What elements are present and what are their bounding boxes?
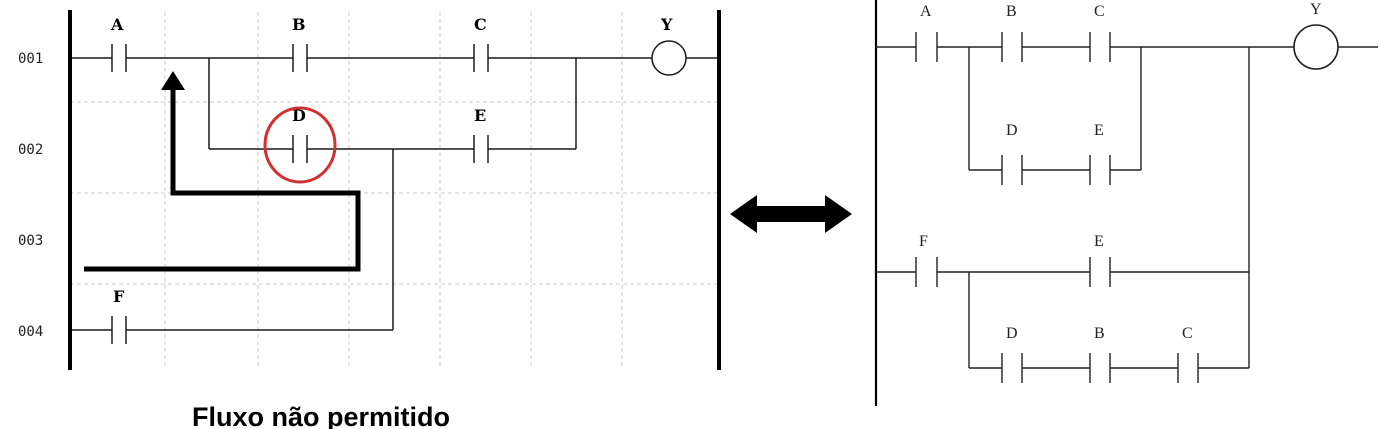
right-ladder-diagram: A B C D E F E — [874, 0, 1378, 406]
rung-number-003: 003 — [18, 233, 43, 249]
forbidden-flow-arrow — [84, 71, 361, 272]
contact-b: B — [292, 15, 308, 72]
contact-b-right: B — [1001, 3, 1023, 62]
rung-002-wiring — [209, 148, 576, 330]
svg-text:D: D — [1006, 122, 1018, 139]
svg-text:D: D — [1006, 325, 1018, 342]
contact-c-right: C — [1089, 3, 1111, 62]
contact-d-right: D — [1001, 122, 1023, 185]
svg-text:E: E — [1094, 122, 1104, 139]
contact-e2-right: E — [1089, 233, 1111, 287]
svg-text:B: B — [292, 15, 306, 34]
contact-d: D — [292, 106, 308, 163]
svg-text:Y: Y — [660, 15, 673, 34]
svg-text:A: A — [110, 15, 124, 34]
svg-text:B: B — [1094, 325, 1105, 342]
svg-text:C: C — [1182, 325, 1193, 342]
svg-text:F: F — [919, 233, 928, 250]
rung-number-004: 004 — [18, 324, 43, 340]
contact-a-right: A — [915, 3, 938, 62]
svg-text:E: E — [1094, 233, 1104, 250]
contact-c2-right: C — [1177, 325, 1199, 383]
coil-y: Y — [651, 15, 687, 76]
rung-number-002: 002 — [18, 142, 43, 158]
svg-text:C: C — [1094, 3, 1105, 20]
caption-fluxo-nao-permitido: Fluxo não permitido — [192, 402, 450, 429]
contact-f-right: F — [915, 233, 938, 287]
rung-number-001: 001 — [18, 51, 43, 67]
contact-e-right: E — [1089, 122, 1111, 185]
svg-text:Y: Y — [1310, 1, 1322, 18]
grid — [70, 12, 718, 368]
highlight-circle — [263, 106, 337, 184]
svg-text:A: A — [920, 3, 932, 20]
svg-text:E: E — [474, 106, 486, 125]
svg-text:B: B — [1006, 3, 1017, 20]
contact-b2-right: B — [1089, 325, 1111, 383]
contact-e: E — [473, 106, 489, 163]
rung-001-wiring — [72, 57, 717, 149]
coil-y-right: Y — [1293, 1, 1339, 70]
left-ladder-diagram: 001 002 003 004 — [18, 10, 721, 429]
contact-c: C — [473, 15, 489, 72]
double-headed-arrow-icon — [730, 195, 852, 233]
svg-text:C: C — [474, 15, 487, 34]
contact-d2-right: D — [1001, 325, 1023, 383]
svg-text:D: D — [292, 106, 306, 125]
contact-f: F — [111, 287, 127, 344]
network-1-wiring — [876, 46, 1378, 368]
contact-a: A — [110, 15, 127, 72]
svg-text:F: F — [113, 287, 125, 306]
network-2-wiring — [876, 271, 1249, 369]
